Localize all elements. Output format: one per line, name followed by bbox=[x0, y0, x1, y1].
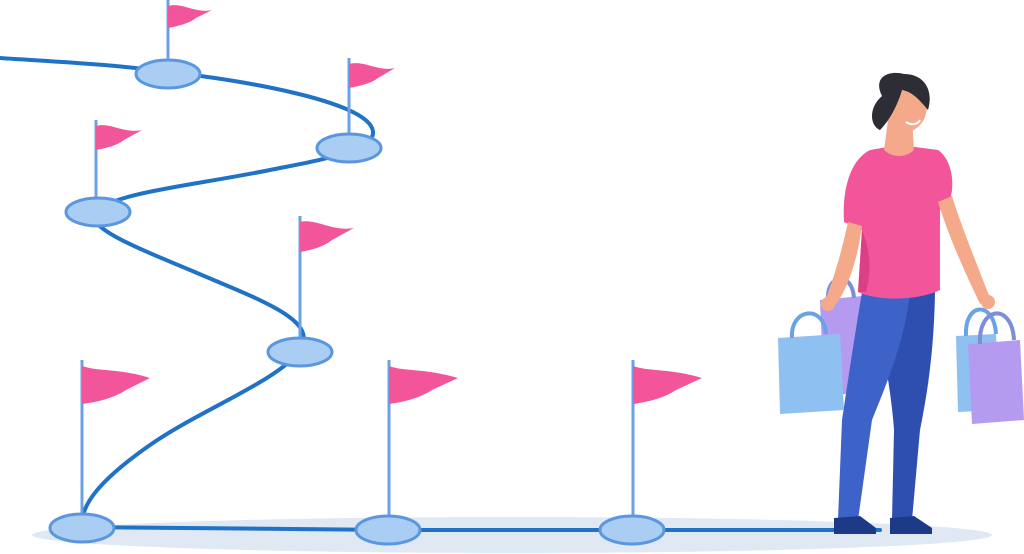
flag-icon bbox=[349, 63, 395, 88]
shopper-hand-left bbox=[821, 297, 835, 311]
waypoint-disc bbox=[134, 58, 202, 90]
waypoint-disc bbox=[266, 336, 334, 368]
shopper-leg-front bbox=[838, 292, 910, 520]
journey-path bbox=[0, 56, 882, 532]
shopper-hair bbox=[872, 72, 930, 130]
ground-shadow bbox=[32, 517, 992, 553]
waypoint-disc bbox=[48, 512, 116, 544]
shopper-smile bbox=[905, 119, 921, 126]
shopper-arm-left bbox=[826, 222, 862, 304]
waypoint-3 bbox=[64, 120, 142, 228]
waypoint-disc bbox=[354, 514, 422, 546]
waypoint-2 bbox=[315, 58, 395, 164]
waypoint-7 bbox=[598, 360, 702, 546]
shoe-icon bbox=[834, 516, 876, 534]
flag-icon bbox=[389, 366, 458, 404]
waypoint-4 bbox=[266, 216, 354, 368]
shopper-figure bbox=[778, 72, 1024, 534]
shopper-arm-right bbox=[938, 196, 990, 304]
shopper-shirt bbox=[843, 145, 953, 299]
flag-icon bbox=[633, 366, 702, 404]
waypoint-disc bbox=[64, 196, 132, 228]
shoe-icon bbox=[890, 516, 932, 534]
shirt-shade bbox=[858, 230, 870, 292]
waypoint-5 bbox=[48, 360, 150, 544]
flag-icon bbox=[300, 221, 354, 252]
waypoint-1 bbox=[134, 0, 212, 90]
waypoint-6 bbox=[354, 360, 458, 546]
shopper-hand-right bbox=[981, 295, 995, 309]
flag-icon bbox=[168, 5, 212, 28]
flag-icon bbox=[82, 366, 150, 404]
waypoint-disc bbox=[598, 514, 666, 546]
flag-icon bbox=[96, 125, 142, 150]
shopping-bag-blue-left bbox=[778, 311, 844, 414]
shopping-bag-purple-right bbox=[968, 311, 1024, 424]
waypoint-disc bbox=[315, 132, 383, 164]
